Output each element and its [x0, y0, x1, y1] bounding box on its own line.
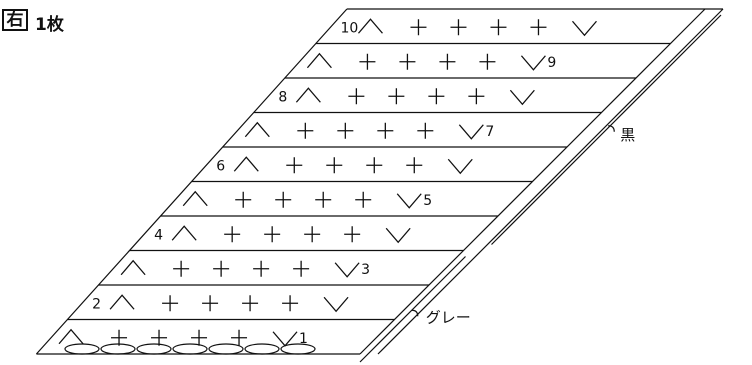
row-number: 6 [216, 158, 225, 174]
row-number: 1 [299, 331, 308, 347]
increase-symbol [171, 225, 197, 241]
color-label-black: 黒 [620, 126, 635, 144]
right-edge [359, 8, 706, 355]
row-number: 10 [340, 20, 358, 36]
row-number: 5 [423, 193, 432, 209]
decrease-symbol [385, 227, 411, 244]
increase-symbol [58, 328, 84, 345]
chain-oval [280, 343, 316, 355]
decrease-symbol [458, 124, 484, 140]
chain-oval [64, 343, 100, 355]
increase-symbol [109, 294, 135, 310]
increase-symbol [306, 52, 332, 69]
chain-oval [244, 343, 280, 355]
side-badge: 右 [2, 9, 28, 31]
decrease-symbol [323, 296, 349, 313]
row-number: 3 [361, 262, 370, 278]
row-number: 4 [154, 227, 163, 243]
increase-symbol [244, 121, 270, 138]
increase-symbol [295, 87, 321, 103]
increase-symbol [120, 259, 146, 276]
black-bracket [491, 14, 722, 245]
increase-symbol [357, 18, 383, 34]
gray-bracket-tick [411, 309, 419, 317]
row-number: 2 [92, 296, 101, 312]
decrease-symbol [396, 193, 422, 209]
color-label-gray: グレー [426, 308, 471, 326]
chain-oval [208, 343, 244, 355]
row-number: 9 [547, 55, 556, 71]
increase-symbol [233, 156, 259, 172]
black-bracket-tick [608, 125, 615, 132]
row-number: 8 [278, 89, 287, 105]
decrease-symbol [520, 55, 546, 71]
chain-oval [100, 343, 136, 355]
piece-count: 1枚 [35, 15, 64, 35]
row-number: 7 [485, 124, 494, 140]
chain-oval [136, 343, 172, 355]
decrease-symbol [509, 89, 535, 106]
decrease-symbol [571, 20, 597, 37]
chain-oval [172, 343, 208, 355]
decrease-symbol [334, 262, 360, 278]
left-edge [35, 8, 348, 355]
decrease-symbol [447, 158, 473, 175]
increase-symbol [182, 190, 208, 207]
right-edge-outer [377, 8, 724, 355]
gray-bracket [359, 256, 466, 363]
